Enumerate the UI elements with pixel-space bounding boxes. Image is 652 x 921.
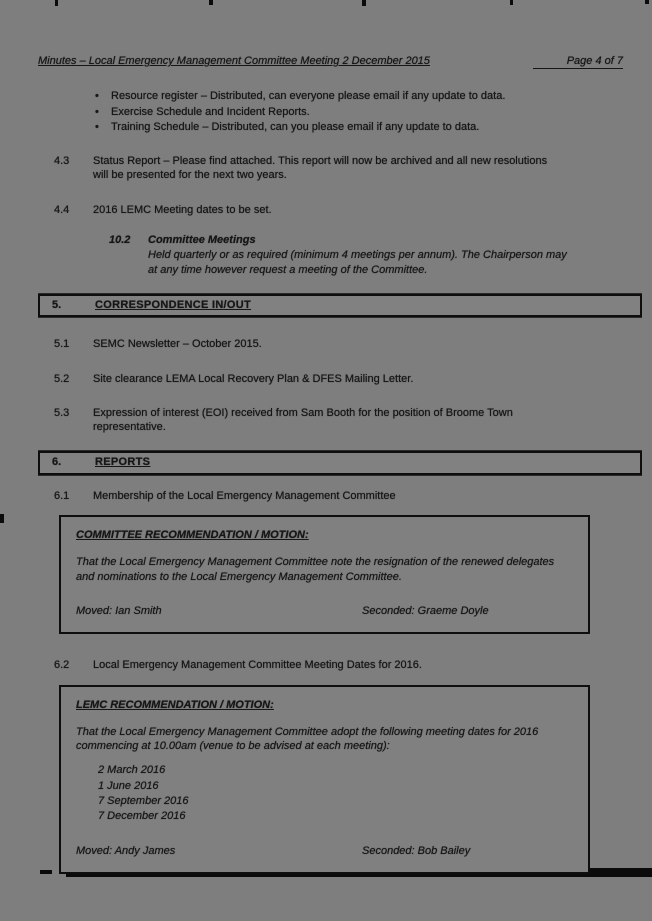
agenda-item: 5.3 Expression of interest (EOI) receive… (38, 406, 638, 435)
meeting-date: 1 June 2016 (98, 779, 159, 792)
item-text: Site clearance LEMA Local Recovery Plan … (93, 372, 414, 385)
scan-artifact-top-tick (645, 0, 649, 4)
item-number: 5.2 (54, 372, 70, 385)
motion-box-2: LEMC RECOMMENDATION / MOTION: That the L… (59, 684, 590, 874)
bullet-icon: • (95, 120, 99, 133)
list-item: • Exercise Schedule and Incident Reports… (95, 105, 565, 119)
section-header-reports: 6. REPORTS (38, 451, 642, 475)
scan-artifact-top-tick (362, 0, 366, 6)
item-number: 6.2 (54, 659, 70, 672)
bullet-icon: • (95, 105, 99, 118)
agenda-item: 6.1 Membership of the Local Emergency Ma… (38, 489, 638, 503)
seconded-by: Seconded: Graeme Doyle (362, 604, 489, 617)
scan-artifact-bottom-dot (40, 870, 52, 874)
section-header-correspondence: 5. CORRESPONDENCE IN/OUT (38, 293, 642, 318)
list-item: • Resource register – Distributed, can e… (95, 89, 565, 103)
bullet-text: Exercise Schedule and Incident Reports. (111, 105, 310, 118)
seconded-by: Seconded: Bob Bailey (362, 844, 471, 857)
document-title: Minutes – Local Emergency Management Com… (38, 55, 430, 67)
item-number: 10.2 (109, 234, 131, 247)
motion-body: That the Local Emergency Management Comm… (76, 556, 555, 583)
scan-artifact-top-tick (55, 0, 58, 6)
item-number: 4.3 (54, 155, 70, 168)
item-number: 4.4 (54, 203, 70, 216)
bullet-list: • Resource register – Distributed, can e… (95, 89, 565, 134)
motion-body: That the Local Emergency Management Comm… (76, 725, 539, 753)
section-number: 6. (52, 456, 62, 469)
item-text: SEMC Newsletter – October 2015. (93, 338, 262, 351)
bullet-text: Training Schedule – Distributed, can you… (111, 120, 480, 133)
moved-by: Moved: Andy James (76, 844, 176, 857)
scan-artifact-top-tick (510, 0, 513, 5)
sub-item-heading: 10.2 Committee Meetings (109, 233, 554, 247)
scan-artifact-top-tick (209, 0, 213, 5)
motion-heading: LEMC RECOMMENDATION / MOTION: (76, 698, 274, 711)
section-title: REPORTS (95, 456, 151, 469)
motion-box-1: COMMITTEE RECOMMENDATION / MOTION: That … (59, 515, 590, 635)
motion-signatures: Moved: Andy James Seconded: Bob Bailey (76, 844, 573, 858)
item-number: 5.3 (54, 406, 70, 419)
sub-item-10-2: 10.2 Committee Meetings Held quarterly o… (109, 233, 567, 277)
agenda-item: 4.4 2016 LEMC Meeting dates to be set. (38, 203, 638, 217)
item-text: Membership of the Local Emergency Manage… (93, 489, 396, 502)
bullet-text: Resource register – Distributed, can eve… (111, 90, 506, 103)
item-number: 6.1 (54, 489, 70, 502)
section-number: 5. (52, 298, 62, 311)
item-text: Expression of interest (EOI) received fr… (93, 406, 513, 434)
moved-by: Moved: Ian Smith (76, 604, 162, 617)
scan-artifact-left-mark (0, 514, 4, 523)
meeting-date: 7 September 2016 (98, 795, 189, 808)
item-number: 5.1 (54, 338, 70, 351)
agenda-item: 4.3 Status Report – Please find attached… (38, 154, 638, 183)
bullet-icon: • (95, 90, 99, 103)
item-text: Held quarterly or as required (minimum 4… (148, 249, 567, 276)
item-text: Local Emergency Management Committee Mee… (93, 659, 422, 672)
page-number: Page 4 of 7 (532, 54, 623, 70)
page-header: Minutes – Local Emergency Management Com… (38, 54, 623, 70)
motion-heading: COMMITTEE RECOMMENDATION / MOTION: (76, 529, 309, 542)
item-title: Committee Meetings (148, 234, 256, 247)
motion-signatures: Moved: Ian Smith Seconded: Graeme Doyle (76, 604, 573, 618)
agenda-item: 5.1 SEMC Newsletter – October 2015. (38, 337, 638, 351)
meeting-dates-list: 2 March 2016 1 June 2016 7 September 201… (98, 763, 573, 823)
section-title: CORRESPONDENCE IN/OUT (95, 298, 252, 311)
list-item: • Training Schedule – Distributed, can y… (95, 120, 565, 134)
meeting-date: 2 March 2016 (98, 764, 166, 777)
item-text: Status Report – Please find attached. Th… (93, 155, 548, 182)
item-text: 2016 LEMC Meeting dates to be set. (93, 203, 272, 216)
agenda-item: 5.2 Site clearance LEMA Local Recovery P… (38, 372, 638, 386)
meeting-date: 7 December 2016 (98, 810, 186, 823)
agenda-item: 6.2 Local Emergency Management Committee… (38, 658, 638, 672)
